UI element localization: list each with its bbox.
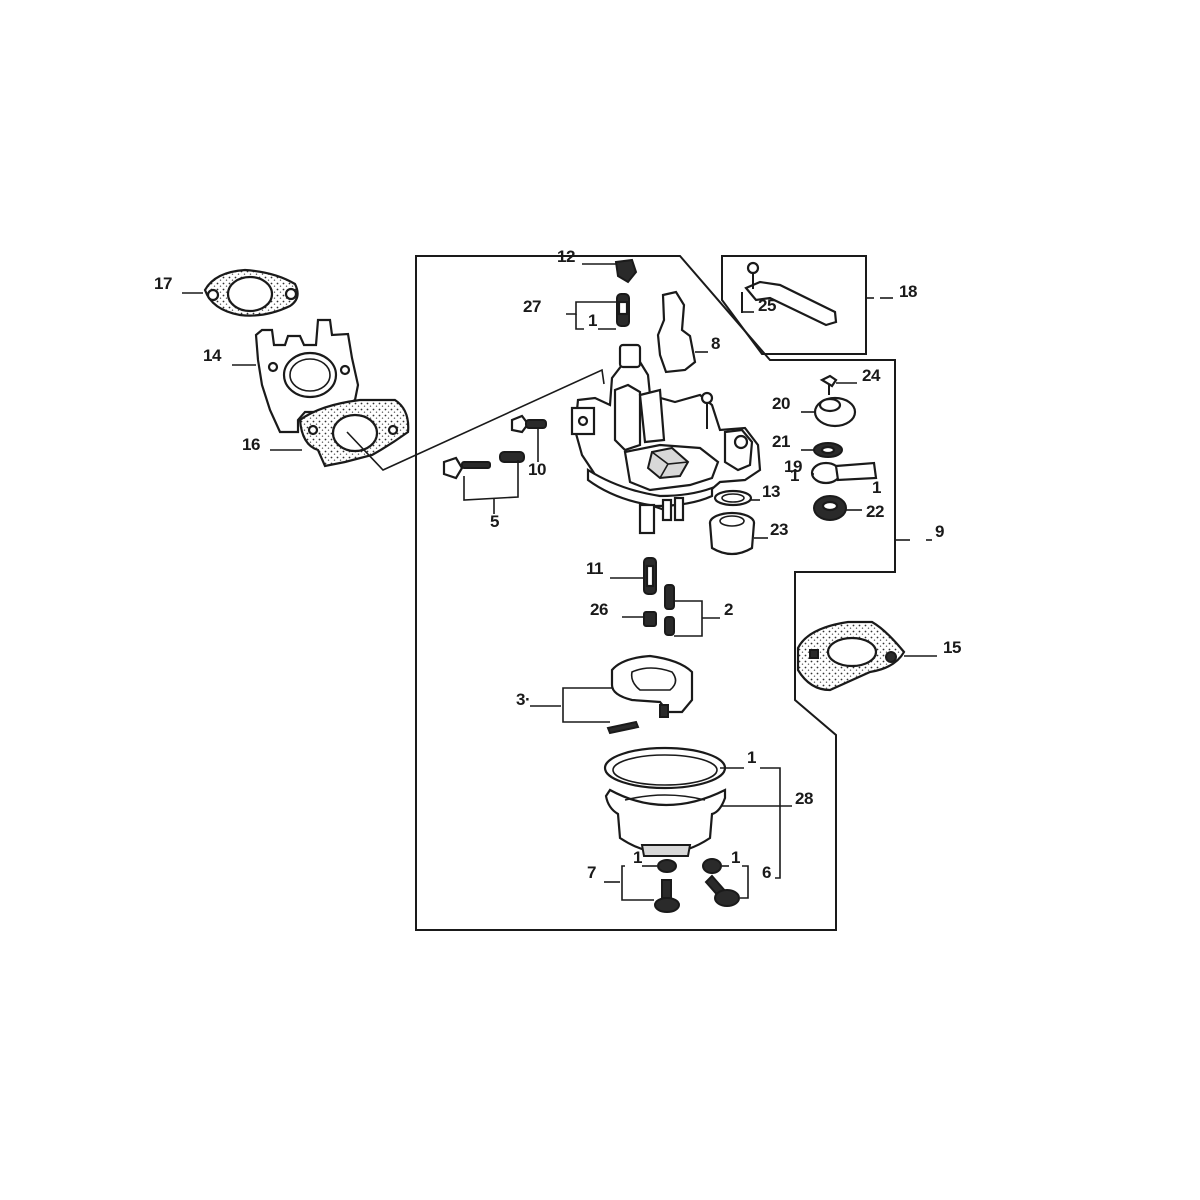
washer-13 [713,489,760,507]
callout-drain-screw-set: 7 [587,863,596,882]
callout-pilot-screw-set: 5 [490,512,499,531]
lever-set-boundary [721,255,893,355]
callout-carburetor-insulator: 14 [203,346,221,365]
callout-spring: 21 [772,432,790,451]
callout-filter-cup: 23 [770,520,788,539]
callout-o-ring: 1 [588,311,597,330]
carburetor-gasket-16 [270,368,605,471]
bolt-set-6 [702,858,749,907]
callout-carburetor-gasket: 16 [242,435,260,454]
callout-packing: 22 [866,502,884,521]
callout-float-valve-set: 2 [724,600,733,619]
callout-float-chamber-set: 28 [795,789,813,808]
lever-set-18 [741,261,838,327]
callout-main-jet: 26 [590,600,608,619]
callout-bolt-set: 6 [762,863,771,882]
fuel-valve-12-27 [566,258,638,330]
callout-choke-lever: 8 [711,334,720,353]
float-set-3 [530,654,694,735]
callout-washer: 1 [633,848,642,867]
choke-lever-8 [656,290,708,374]
callout-screw: 24 [862,366,880,385]
callout-o-ring: 1 [747,748,756,767]
callout-insulator-gasket: 17 [154,274,172,293]
callout-fuel-valve-assembly: 27 [523,297,541,316]
main-nozzle-11 [610,557,657,595]
callout-float-set: 3· [516,690,531,709]
callout-washer: 13 [762,482,780,501]
carburetor-body [570,343,762,535]
callout-lever-set: 18 [899,282,917,301]
callout-fuel-cock-lever: 19 [784,457,802,476]
float-valve-set-2 [664,584,720,637]
carburetor-insulator-14 [232,318,360,434]
callout-throttle-stop-screw: 10 [528,460,546,479]
fuel-cock-parts [801,374,878,521]
callout-washer: 1 [731,848,740,867]
main-jet-26 [622,611,657,627]
gasket-15 [796,620,937,692]
drain-screw-set-7 [604,859,680,913]
callout-gasket: 15 [943,638,961,657]
callout-main-nozzle: 11 [586,559,603,578]
callout-cap: 20 [772,394,790,413]
callout-o-ring: 1 [872,478,881,497]
callout-o-ring: 1 [790,466,799,485]
insulator-gasket-17 [182,268,299,317]
callout-drain-screw: 12 [557,247,575,266]
filter-cup-23 [708,511,768,556]
throttle-stop-screw-10 [510,414,547,462]
float-chamber-28 [603,746,792,879]
callout-carburetor-assembly: 9 [935,522,944,541]
pilot-screw-set-5 [442,451,525,514]
callout-pin: 25 [758,296,776,315]
